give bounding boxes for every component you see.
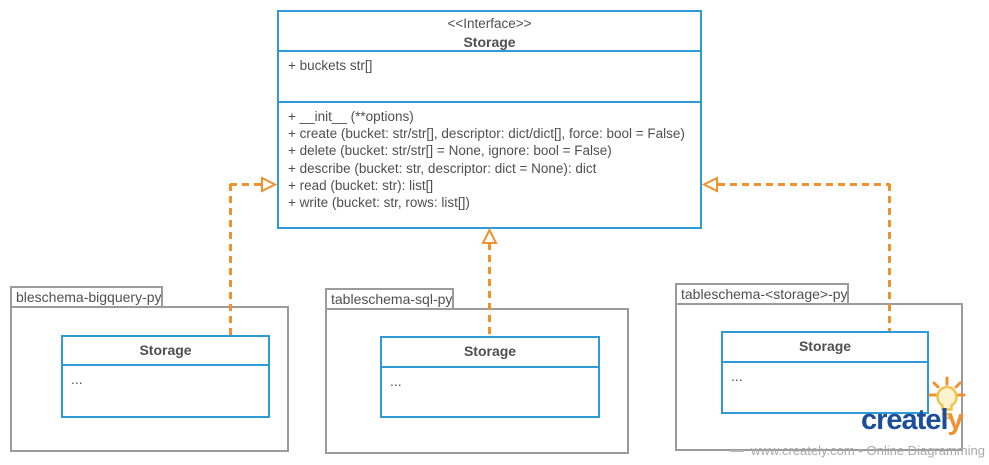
bigquery-storage-class[interactable]: Storage ...	[61, 335, 270, 418]
tagline-dash	[729, 449, 744, 452]
sql-storage-class[interactable]: Storage ...	[380, 336, 600, 418]
class-body-ellipsis: ...	[390, 373, 402, 389]
class-name-label: Storage	[723, 333, 927, 363]
package-storage-tab[interactable]: tableschema-<storage>-py	[675, 283, 849, 305]
tagline-text: www.creately.com • Online Diagramming	[750, 443, 985, 458]
realization-connector-sql[interactable]	[488, 243, 491, 334]
lightbulb-icon	[928, 376, 966, 420]
method-line: + create (bucket: str/str[], descriptor:…	[288, 126, 685, 142]
interface-name: Storage	[463, 34, 516, 50]
watermark-tagline: www.creately.com • Online Diagramming	[700, 443, 985, 458]
realization-connector-bigquery[interactable]	[230, 183, 262, 186]
method-line: + describe (bucket: str, descriptor: dic…	[288, 160, 597, 176]
package-sql-tab[interactable]: tableschema-sql-py	[325, 288, 454, 310]
method-line: + read (bucket: str): list[]	[288, 177, 434, 193]
method-line: + write (bucket: str, rows: list[])	[288, 195, 470, 211]
interface-methods: + __init__ (**options) + create (bucket:…	[279, 103, 700, 227]
class-body-ellipsis: ...	[71, 371, 83, 387]
attribute-line: + buckets str[]	[288, 58, 373, 73]
package-label: bleschema-bigquery-py	[16, 289, 162, 305]
interface-storage-class[interactable]: <<Interface>> Storage + buckets str[] + …	[277, 10, 702, 229]
creately-logo-text-blue: createl	[861, 404, 949, 436]
hollow-triangle-arrow-icon	[702, 176, 718, 193]
method-line: + delete (bucket: str/str[] = None, igno…	[288, 143, 612, 159]
interface-attributes: + buckets str[]	[279, 52, 700, 103]
generic-storage-class[interactable]: Storage ...	[721, 331, 929, 414]
hollow-triangle-arrow-icon	[481, 228, 498, 244]
hollow-triangle-arrow-icon	[261, 176, 277, 193]
creately-logo: creately	[861, 404, 964, 437]
method-line: + __init__ (**options)	[288, 109, 414, 124]
package-label: tableschema-<storage>-py	[681, 286, 848, 302]
class-body-ellipsis: ...	[731, 368, 743, 384]
package-label: tableschema-sql-py	[331, 291, 453, 307]
creately-logo-text-orange: y	[947, 404, 964, 436]
realization-connector-bigquery[interactable]	[229, 184, 232, 335]
interface-header: <<Interface>> Storage	[279, 12, 700, 52]
class-name-label: Storage	[382, 338, 598, 368]
interface-stereotype: <<Interface>>	[447, 16, 532, 31]
realization-connector-storage[interactable]	[888, 184, 891, 331]
package-bigquery-tab[interactable]: bleschema-bigquery-py	[10, 286, 163, 308]
class-name-label: Storage	[63, 337, 268, 366]
realization-connector-storage[interactable]	[718, 183, 890, 186]
